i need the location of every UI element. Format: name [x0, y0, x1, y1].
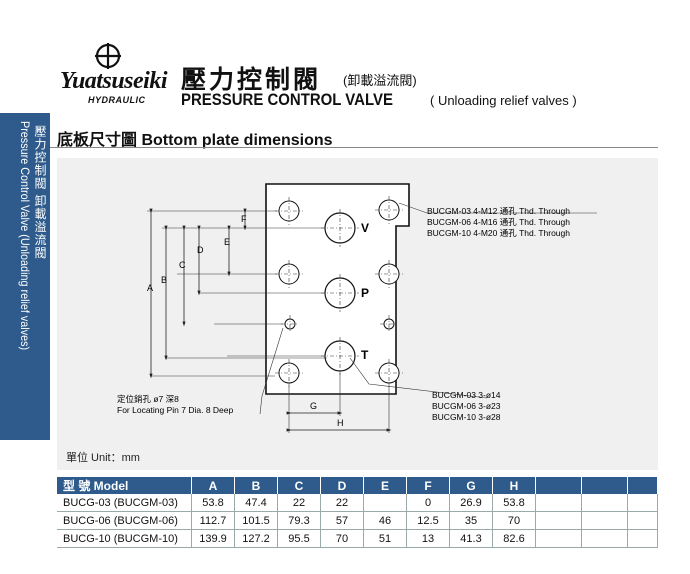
table-cell: 70 [492, 511, 536, 530]
dim-label-g: G [310, 401, 317, 411]
dim-label-h: H [337, 418, 344, 428]
dimension-lines [149, 208, 247, 379]
table-cell: 112.7 [191, 511, 235, 530]
pin-note-cn: 定位銷孔 ø7 深8 [117, 394, 179, 404]
leader-lines [259, 202, 597, 415]
table-cell [581, 494, 628, 512]
table-row: BUCG-10 (BUCGM-10) 139.9 127.2 95.5 70 5… [57, 529, 658, 548]
table-header-f: F [406, 477, 450, 494]
table-cell: 13 [406, 529, 450, 548]
port-label-p: P [361, 286, 369, 300]
table-header-h: H [492, 477, 536, 494]
table-header-blank [627, 477, 658, 494]
table-cell: 82.6 [492, 529, 536, 548]
dim-label-a: A [147, 283, 153, 293]
section-divider [50, 147, 658, 148]
side-tab-label-en: Pressure Control Valve (Unloading relief… [18, 121, 32, 351]
table-cell: 0 [406, 494, 450, 512]
table-cell: 127.2 [234, 529, 278, 548]
thread-notes: BUCGM-03 4-M12 通孔 Thd. Through BUCGM-06 … [427, 206, 570, 238]
table-cell [581, 529, 628, 548]
table-cell: 26.9 [449, 494, 493, 512]
table-cell-model: BUCG-06 (BUCGM-06) [57, 511, 192, 530]
mounting-holes [278, 199, 400, 384]
dim-label-f: F [241, 214, 247, 224]
table-cell: 101.5 [234, 511, 278, 530]
table-header-a: A [191, 477, 235, 494]
table-header-row: 型 號 Model A B C D E F G H [57, 477, 658, 494]
thread-note-03: BUCGM-03 4-M12 通孔 Thd. Through [427, 206, 570, 216]
port-notes: BUCGM-03 3-ø14 BUCGM-06 3-ø23 BUCGM-10 3… [432, 390, 501, 422]
brand-logo-icon [95, 43, 121, 69]
table-cell-model: BUCG-03 (BUCGM-03) [57, 494, 192, 512]
side-category-tab [0, 113, 50, 440]
unit-label: 單位 Unit：mm [66, 452, 140, 464]
table-cell: 139.9 [191, 529, 235, 548]
horizontal-dimension-lines [286, 411, 392, 432]
port-note-10: BUCGM-10 3-ø28 [432, 412, 501, 422]
table-cell: 46 [363, 511, 407, 530]
table-cell [581, 511, 628, 530]
table-cell-model: BUCG-10 (BUCGM-10) [57, 529, 192, 548]
page-title-cn: 壓力控制閥 [181, 66, 322, 94]
brand-subtitle: HYDRAULIC [88, 95, 146, 105]
table-cell [535, 494, 582, 512]
table-header-b: B [234, 477, 278, 494]
table-cell: 79.3 [277, 511, 321, 530]
bottom-plate-drawing: V P T A B C D E F G H [117, 183, 597, 433]
table-header-blank [535, 477, 582, 494]
table-cell: 53.8 [492, 494, 536, 512]
center-lines [275, 196, 403, 387]
dim-label-d: D [197, 245, 204, 255]
port-label-t: T [361, 348, 369, 362]
table-cell: 51 [363, 529, 407, 548]
table-cell [535, 511, 582, 530]
table-cell: 35 [449, 511, 493, 530]
table-cell: 53.8 [191, 494, 235, 512]
table-cell: 12.5 [406, 511, 450, 530]
brand-name: Yuatsuseiki [60, 68, 168, 94]
table-cell [627, 529, 658, 548]
section-title: 底板尺寸圖 Bottom plate dimensions [57, 132, 333, 149]
table-row: BUCG-03 (BUCGM-03) 53.8 47.4 22 22 0 26.… [57, 494, 658, 512]
pin-note-en: For Locating Pin 7 Dia. 8 Deep [117, 405, 234, 415]
table-header-model: 型 號 Model [57, 477, 192, 494]
thread-note-10: BUCGM-10 4-M20 通孔 Thd. Through [427, 228, 570, 238]
table-cell [535, 529, 582, 548]
table-cell: 47.4 [234, 494, 278, 512]
table-cell [627, 511, 658, 530]
table-cell: 22 [320, 494, 364, 512]
port-note-03: BUCGM-03 3-ø14 [432, 390, 501, 400]
table-cell: 57 [320, 511, 364, 530]
table-cell: 95.5 [277, 529, 321, 548]
port-note-06: BUCGM-06 3-ø23 [432, 401, 501, 411]
dim-label-e: E [224, 237, 230, 247]
page-title-en: PRESSURE CONTROL VALVE [181, 90, 393, 109]
port-label-v: V [361, 221, 369, 235]
side-tab-label-cn: 壓力控制閥 卸載溢流閥 [33, 125, 47, 260]
table-header-g: G [449, 477, 493, 494]
page-title-cn-sub: (卸載溢流閥) [343, 73, 417, 88]
table-cell: 41.3 [449, 529, 493, 548]
table-cell: 70 [320, 529, 364, 548]
thread-note-06: BUCGM-06 4-M16 通孔 Thd. Through [427, 217, 570, 227]
table-row: BUCG-06 (BUCGM-06) 112.7 101.5 79.3 57 4… [57, 511, 658, 530]
table-header-d: D [320, 477, 364, 494]
table-cell [363, 494, 407, 512]
table-header-blank [581, 477, 628, 494]
dim-label-c: C [179, 260, 186, 270]
table-cell [627, 494, 658, 512]
table-cell: 22 [277, 494, 321, 512]
dim-label-b: B [161, 275, 167, 285]
table-header-c: C [277, 477, 321, 494]
dimensions-table: 型 號 Model A B C D E F G H BUCG-03 (BUCGM… [57, 477, 658, 548]
horizontal-dimension-extensions [288, 372, 390, 433]
page-title-en-sub: ( Unloading relief valves ) [430, 93, 577, 108]
table-header-e: E [363, 477, 407, 494]
